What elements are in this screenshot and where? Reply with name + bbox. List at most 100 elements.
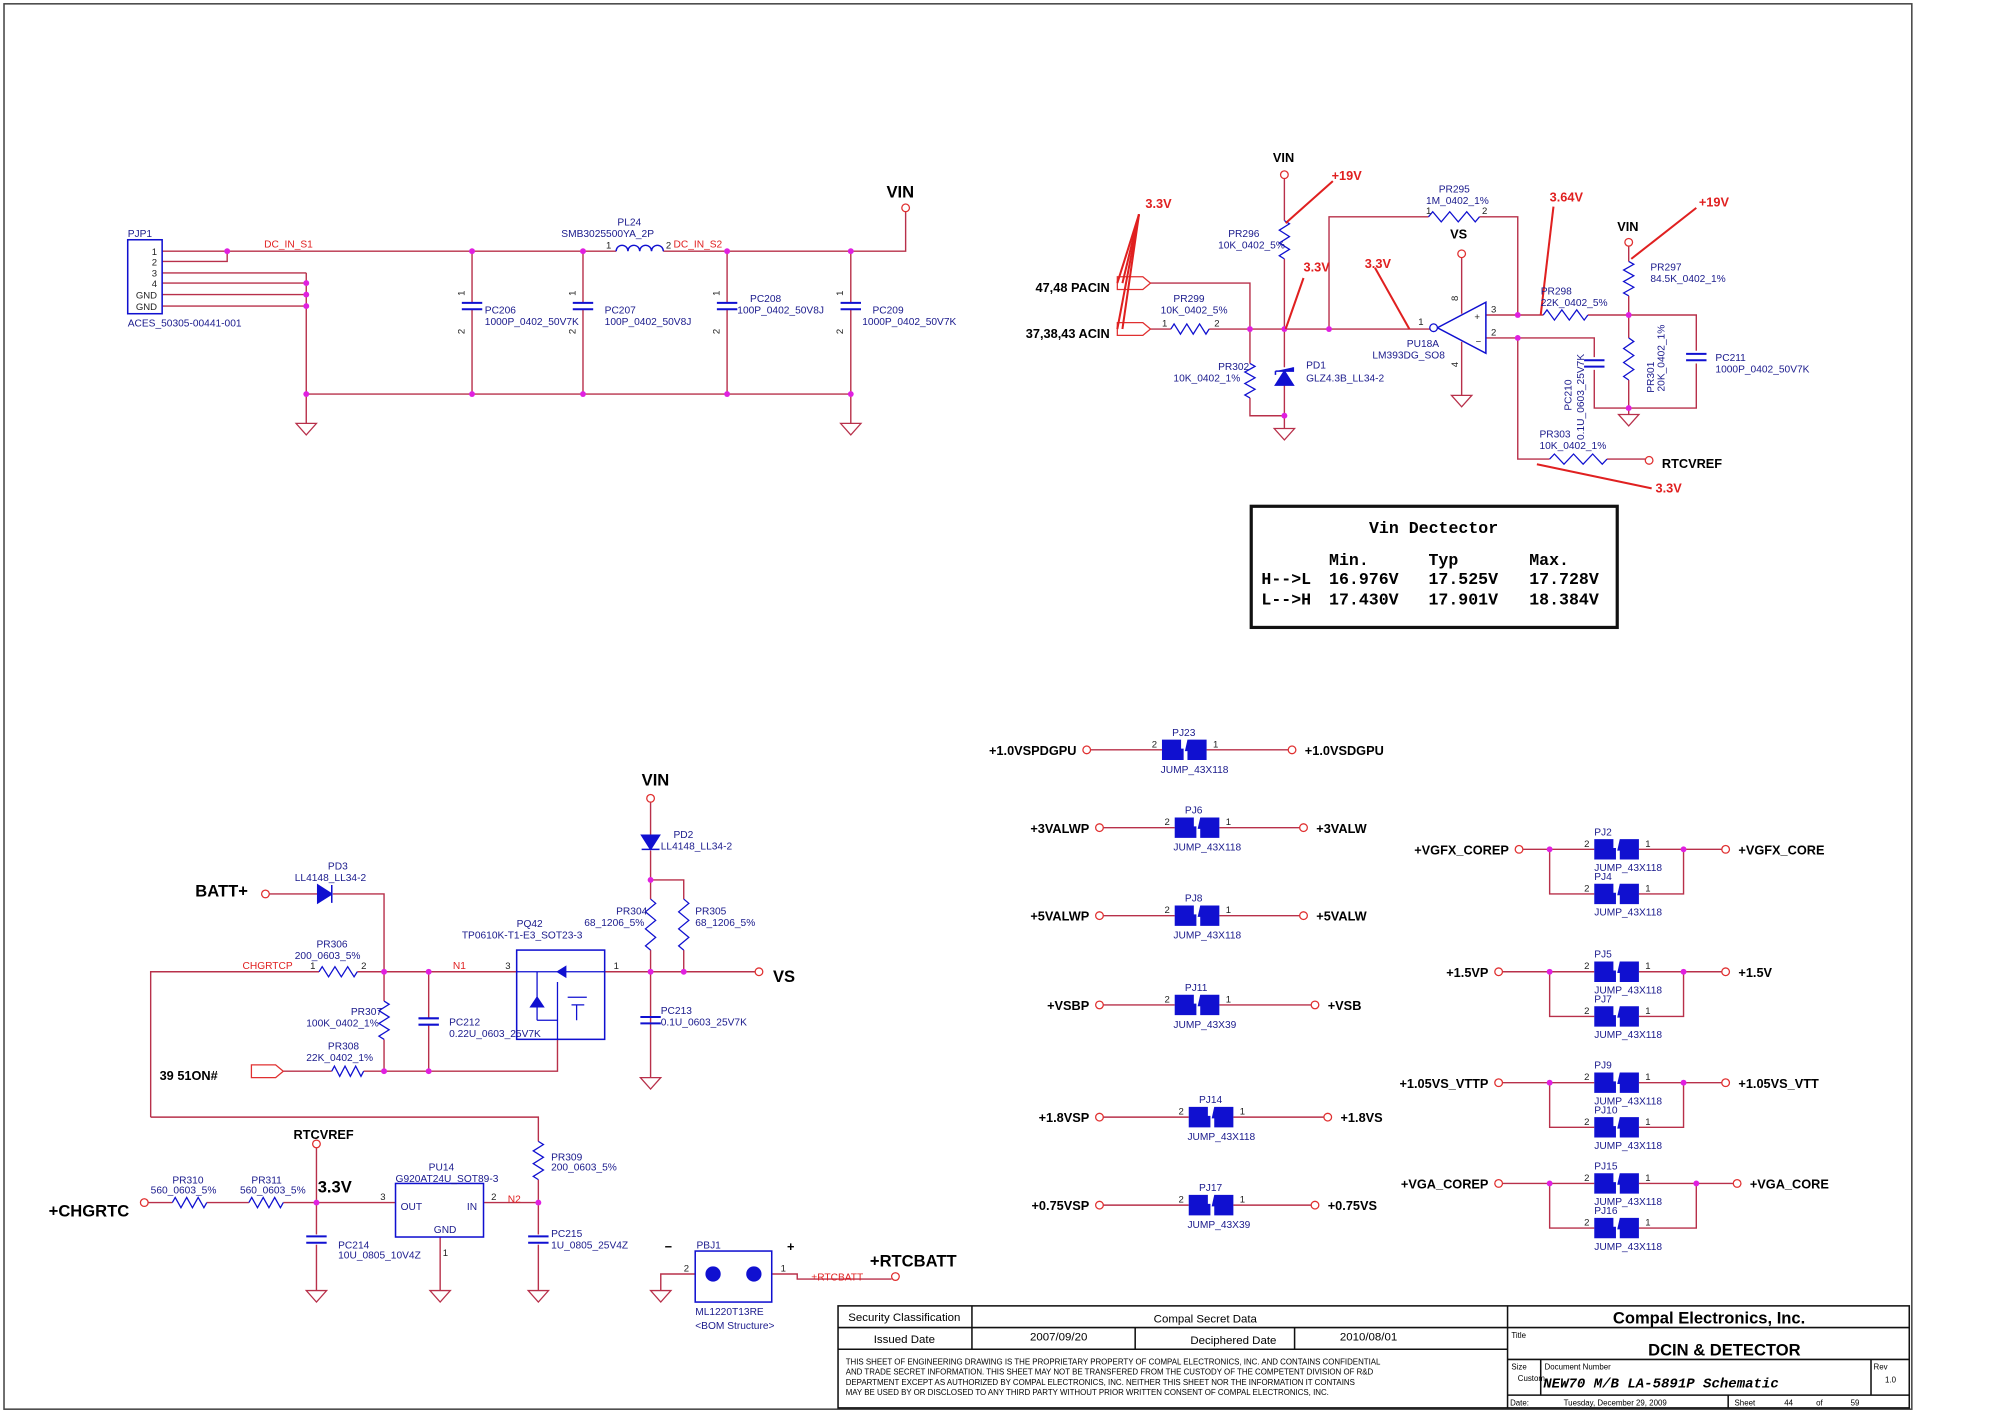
pin-number: 1 [1645, 1006, 1650, 1017]
capacitor-icon [716, 301, 738, 311]
wire [333, 893, 385, 1002]
net-port-icon [311, 1139, 321, 1149]
inductor-value: SMB3025500YA_2P [561, 229, 654, 240]
regulator-pin-out: OUT [401, 1202, 423, 1213]
regulator-ref: PU14 [429, 1163, 455, 1174]
pin-number: 2 [711, 329, 722, 334]
net-rtcvref: RTCVREF [1662, 456, 1722, 471]
junction-dot [680, 968, 687, 975]
capacitor-ref: PC208 [750, 294, 781, 305]
jumper-ref: PJ15 [1594, 1161, 1618, 1172]
resistor-ref: PR311 [251, 1175, 282, 1186]
pin-number: 1 [456, 291, 467, 296]
table-cell-min: 16.976V [1329, 570, 1399, 589]
jumper-net-out: +VGFX_CORE [1738, 842, 1824, 857]
jumper-pad-icon [1161, 739, 1184, 761]
jumper-pad-icon [1617, 1217, 1639, 1239]
net-port-icon [1287, 745, 1297, 755]
jumper-net-out: +1.5V [1738, 965, 1772, 980]
ground-icon [428, 1289, 452, 1304]
pin-number: 1 [1645, 1117, 1650, 1128]
annotation-3v3: 3.3V [1365, 256, 1392, 271]
wire [1517, 337, 1550, 460]
diode-ref: PD1 [1306, 361, 1326, 372]
resistor-value: 22K_0402_5% [1541, 298, 1608, 309]
annotation-pointer [1374, 267, 1411, 330]
jumper-pad-icon [1594, 961, 1616, 982]
resistor-value: 200_0603_5% [295, 951, 361, 962]
deciphered-date-label: Deciphered Date [1190, 1335, 1276, 1347]
size-label: Size [1511, 1363, 1527, 1372]
jumper-ref: PJ16 [1594, 1206, 1618, 1217]
net-port-icon [1721, 967, 1731, 977]
capacitor-value: 100P_0402_50V8J [605, 317, 692, 328]
jumper-pad-icon [1617, 1117, 1639, 1138]
ground-icon [294, 422, 318, 436]
net-port-icon [1299, 823, 1308, 833]
net-port-icon [1095, 1112, 1104, 1122]
capacitor-value: 1U_0805_25V4Z [551, 1240, 628, 1251]
net-port-icon [1095, 911, 1104, 921]
disclaimer-line: THIS SHEET OF ENGINEERING DRAWING IS THE… [846, 1358, 1381, 1367]
jumper-part: JUMP_43X118 [1594, 985, 1662, 996]
resistor-icon [1622, 260, 1636, 297]
jumper-pad-icon [1617, 883, 1639, 905]
deciphered-date-value: 2010/08/01 [1340, 1331, 1397, 1343]
inverter-bubble-icon [1429, 323, 1439, 333]
resistor-ref: PR303 [1539, 429, 1570, 440]
resistor-icon [1278, 220, 1291, 260]
pin-number: 2 [1584, 961, 1589, 972]
wire [663, 211, 907, 252]
jumper-ref: PJ4 [1594, 872, 1612, 883]
junction-dot [647, 877, 654, 883]
jumper-part: JUMP_43X118 [1594, 1030, 1662, 1041]
regulator-value: G920AT24U_SOT89-3 [396, 1174, 499, 1185]
ground-icon [526, 1289, 550, 1304]
jumper-part: JUMP_43X118 [1594, 1242, 1662, 1253]
resistor-value: 68_1206_5% [695, 918, 755, 929]
junction-dot [1625, 405, 1632, 412]
pin-number: 1 [1645, 961, 1650, 972]
wire [1548, 849, 1595, 895]
net-port-icon [1644, 455, 1654, 465]
net-vs: VS [773, 967, 795, 986]
junction-dot [303, 280, 310, 287]
ground-icon [839, 422, 863, 436]
net-acin: 37,38,43 ACIN [1026, 326, 1110, 341]
wire [1548, 1183, 1595, 1229]
pin-number: 2 [1165, 905, 1170, 916]
jumper-pad-icon [1211, 1106, 1234, 1128]
junction-dot [303, 291, 310, 298]
jumper-ref: PJ23 [1172, 728, 1196, 739]
table-cell-typ: 17.901V [1428, 590, 1498, 609]
capacitor-value: 1000P_0402_50V7K [485, 317, 579, 328]
net-port-icon [1721, 1078, 1731, 1088]
capacitor-ref: PC211 [1715, 353, 1746, 364]
pin-number: 1 [443, 1248, 448, 1259]
pin-number: 1 [1213, 739, 1218, 750]
jumper-pad-icon [1197, 905, 1220, 926]
table-row-label: L-->H [1261, 590, 1311, 609]
jumper-pad-icon [1174, 817, 1197, 838]
pin-number: 2 [1584, 1218, 1589, 1229]
pin-number: 1 [1426, 206, 1431, 217]
ground-icon [304, 1289, 329, 1304]
jumper-net-out: +3VALW [1316, 821, 1367, 836]
capacitor-icon [1686, 352, 1707, 362]
table-cell-max: 18.384V [1529, 590, 1599, 609]
resistor-value: 200_0603_5% [551, 1163, 617, 1174]
battery-terminal-icon [746, 1266, 762, 1282]
junction-dot [469, 248, 475, 255]
net-port-icon [1299, 911, 1308, 921]
junction-dot [381, 968, 387, 975]
pin-number: 1 [310, 961, 315, 972]
resistor-icon [1243, 362, 1257, 399]
jumper-pad-icon [1594, 1072, 1616, 1093]
resistor-ref: PR297 [1650, 262, 1681, 273]
capacitor-value: 0.1U_0603_25V7K [1576, 354, 1587, 440]
sheet-label: Sheet [1735, 1398, 1756, 1407]
resistor-icon [1428, 210, 1480, 223]
net-port-icon [1721, 844, 1731, 854]
connector-pin-label: 1 [152, 247, 157, 258]
